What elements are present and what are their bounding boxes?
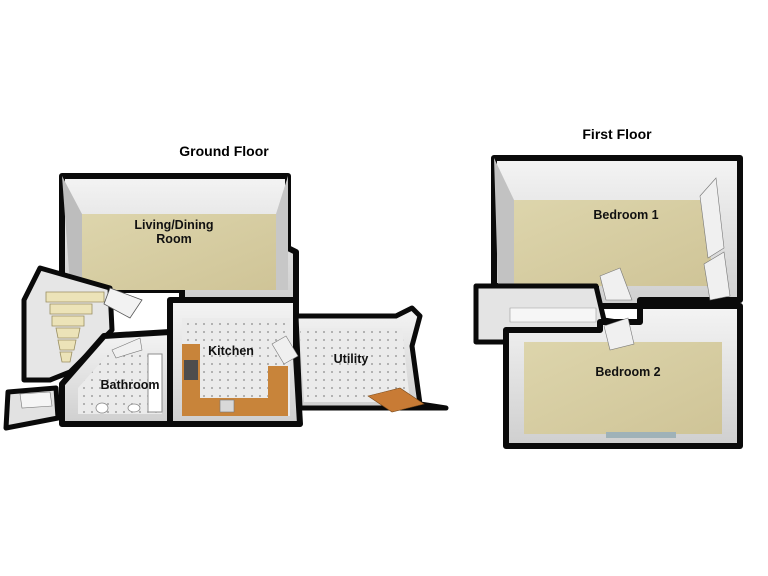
bathroom-door [111, 337, 143, 359]
living-dining-room: Living/Dining Room [59, 173, 299, 303]
utility-label: Utility [334, 352, 369, 366]
bathroom: Bathroom [59, 329, 173, 427]
bedroom-2: Bedroom 2 [503, 303, 743, 449]
bedroom-2-label: Bedroom 2 [595, 365, 660, 379]
bedroom-1: Bedroom 1 [491, 155, 743, 309]
ground-floor-title: Ground Floor [179, 143, 269, 159]
living-dining-label-line1: Living/Dining [134, 218, 213, 232]
utility-door [271, 335, 299, 365]
worktop-bottom [182, 398, 288, 416]
back-door [367, 387, 425, 413]
basin [127, 403, 141, 413]
hall-door [103, 287, 143, 319]
kitchen: Kitchen [167, 297, 303, 427]
bedroom-1-label: Bedroom 1 [593, 208, 658, 222]
wardrobe-door-upper [699, 177, 725, 259]
bedroom2-door [603, 317, 635, 351]
worktop-right [268, 366, 288, 416]
first-floor: First Floor Bedroom 1 Bedroom 2 [473, 126, 743, 449]
stair-balustrade [509, 307, 597, 323]
utility: Utility [271, 305, 449, 413]
bath-tub [147, 353, 163, 413]
window [606, 432, 676, 438]
toilet [95, 402, 109, 414]
staircase [45, 291, 105, 363]
wardrobe-door-lower [703, 251, 731, 301]
stair-hall [21, 265, 143, 383]
bedroom1-door [599, 267, 633, 301]
sink [219, 399, 235, 413]
bathroom-label: Bathroom [100, 378, 159, 392]
kitchen-label: Kitchen [208, 344, 254, 358]
hob [184, 360, 198, 380]
living-dining-label-line2: Room [156, 232, 191, 246]
first-floor-title: First Floor [582, 126, 652, 142]
ground-floor: Ground Floor Living/Dining Room [3, 143, 449, 431]
entrance-porch [3, 385, 61, 431]
